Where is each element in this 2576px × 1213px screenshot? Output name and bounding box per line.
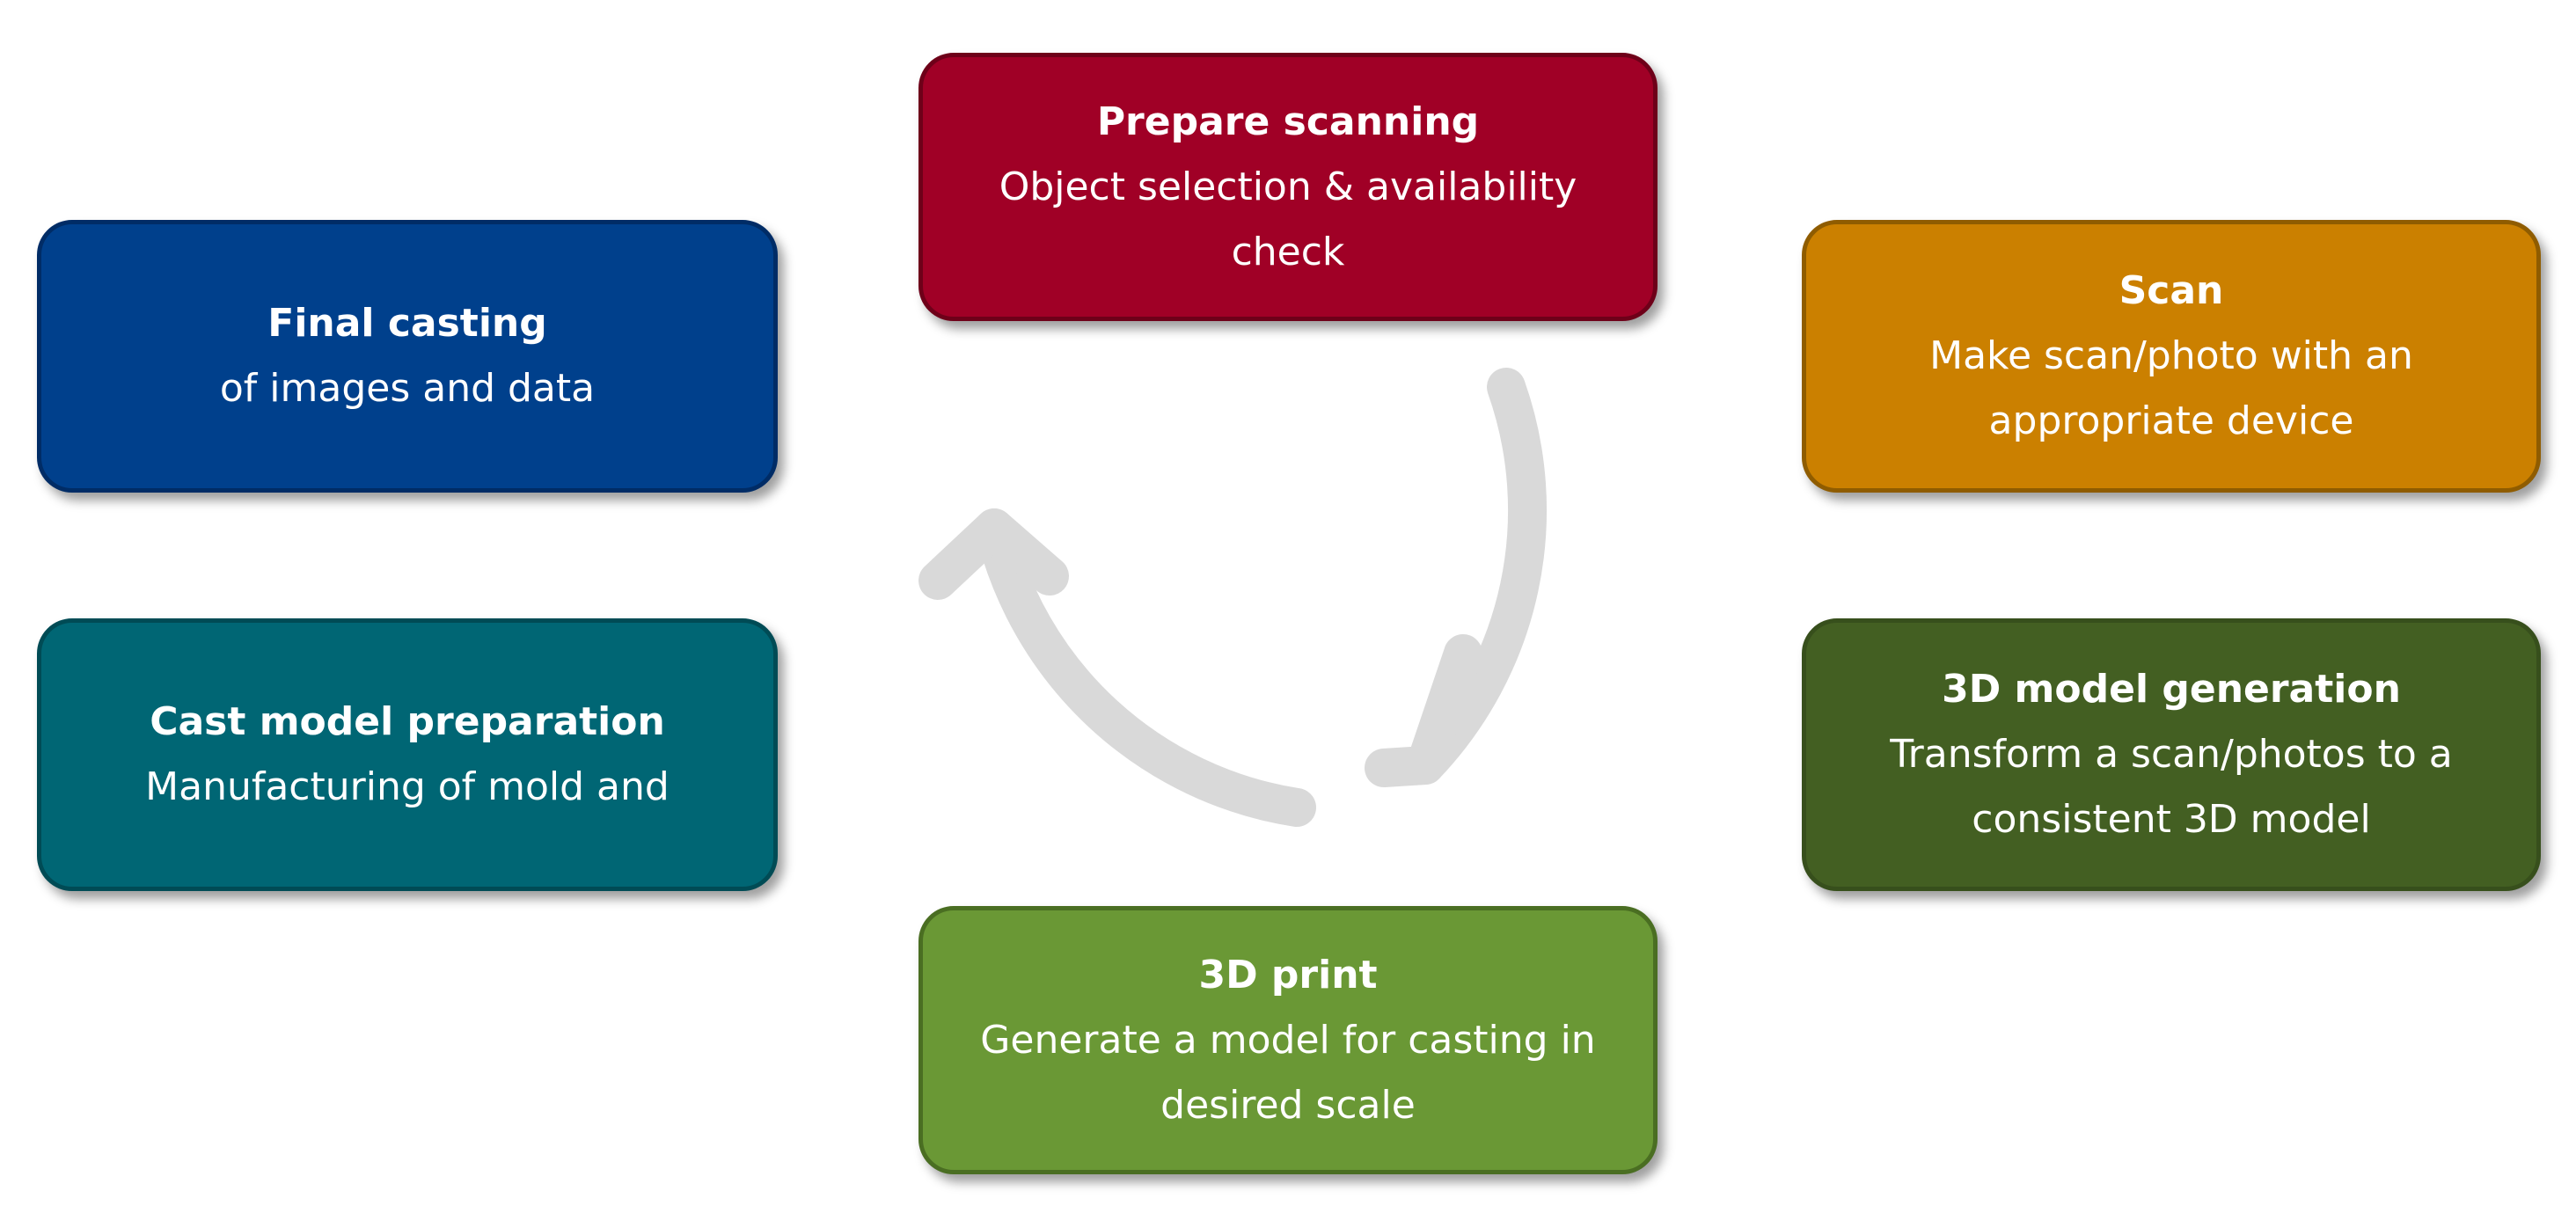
step-description: Object selection & availability check xyxy=(999,164,1577,274)
step-3d-model-generation: 3D model generation Transform a scan/pho… xyxy=(1802,618,2541,891)
step-cast-model-preparation: Cast model preparation Manufacturing of … xyxy=(37,618,778,891)
step-title: Cast model preparation xyxy=(150,699,665,744)
step-title: Final casting xyxy=(267,301,547,346)
cycle-arrowhead-right xyxy=(1365,634,1482,787)
step-final-casting: Final casting of images and data xyxy=(37,220,778,493)
step-title: Scan xyxy=(2119,268,2224,313)
step-title: 3D model generation xyxy=(1942,667,2401,712)
cycle-arrow-left xyxy=(975,508,1316,827)
step-prepare-scanning: Prepare scanning Object selection & avai… xyxy=(918,53,1658,321)
step-description: Manufacturing of mold and xyxy=(145,764,670,809)
cycle-arrowhead-left xyxy=(918,508,1069,600)
step-description: of images and data xyxy=(219,366,596,411)
step-description: Transform a scan/photos to a consistent … xyxy=(1890,732,2453,842)
step-description: Generate a model for casting in desired … xyxy=(980,1017,1596,1128)
step-scan: Scan Make scan/photo with an appropriate… xyxy=(1802,220,2541,493)
step-3d-print: 3D print Generate a model for casting in… xyxy=(918,906,1658,1174)
step-title: Prepare scanning xyxy=(1096,99,1480,144)
cycle-arrow-right xyxy=(1406,368,1548,785)
step-title: 3D print xyxy=(1198,952,1378,997)
step-description: Make scan/photo with an appropriate devi… xyxy=(1929,333,2413,443)
